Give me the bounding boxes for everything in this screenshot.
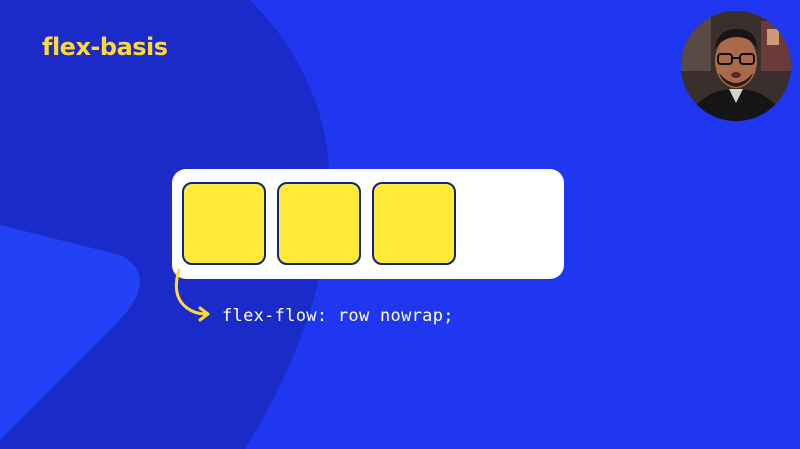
code-snippet-label: flex-flow: row nowrap; — [222, 306, 454, 326]
background-blob-highlight — [0, 225, 140, 440]
presenter-webcam-avatar — [681, 11, 791, 121]
flex-item — [277, 182, 361, 265]
presenter-image — [681, 11, 791, 121]
slide-title: flex-basis — [42, 33, 168, 61]
flex-container-demo — [172, 169, 564, 279]
flex-item — [372, 182, 456, 265]
curved-arrow-icon — [174, 268, 210, 322]
flex-item — [182, 182, 266, 265]
